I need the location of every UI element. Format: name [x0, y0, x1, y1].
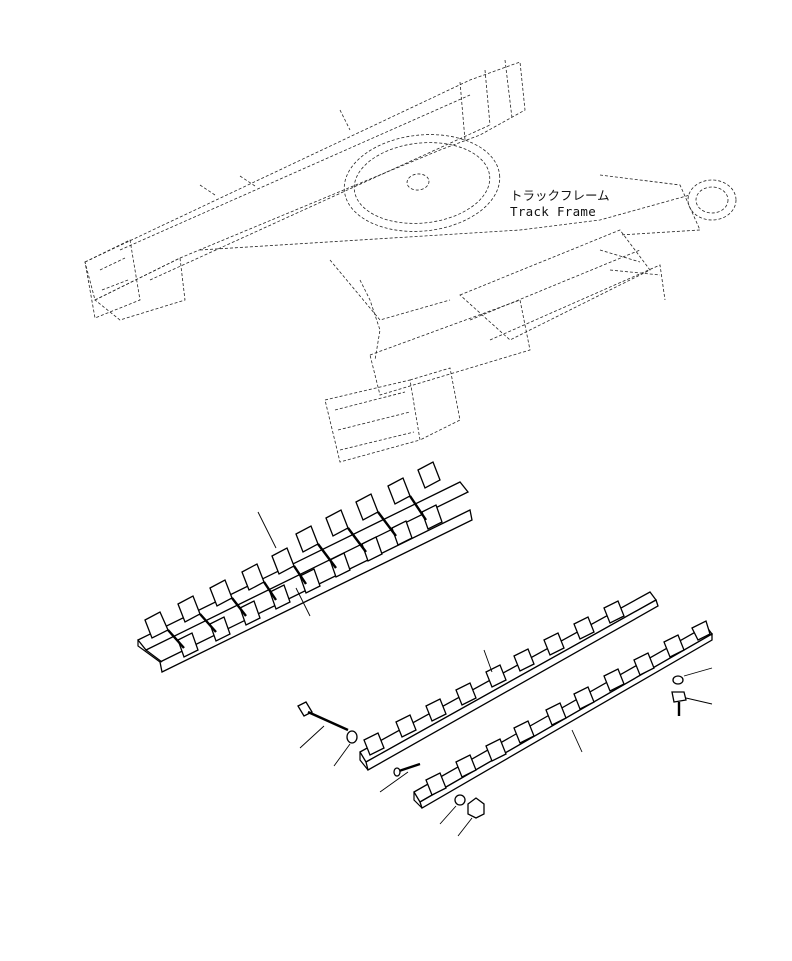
track-guard-bar-middle — [359, 591, 659, 771]
track-frame-label-japanese: トラックフレーム — [510, 188, 610, 203]
leader-line-middle — [483, 649, 493, 673]
track-guard-bar-lower — [413, 620, 713, 809]
hardware-parts — [297, 667, 713, 837]
short-bolt — [671, 691, 713, 716]
pin — [379, 762, 421, 793]
guard-teeth-upper — [144, 461, 443, 658]
nut — [457, 797, 485, 837]
track-frame-drawing — [84, 59, 737, 463]
cross-bolts-upper — [167, 495, 427, 649]
long-bolt — [297, 701, 349, 749]
guard-teeth-middle — [363, 600, 625, 756]
leader-line-upper-1 — [257, 511, 277, 549]
track-frame-label-english: Track Frame — [510, 204, 597, 219]
track-guard-assembly-upper — [136, 461, 473, 673]
washer-1 — [333, 730, 358, 767]
washer-3 — [672, 667, 713, 685]
washer-2 — [439, 794, 466, 825]
leader-line-upper-2 — [295, 587, 311, 617]
guard-teeth-lower — [425, 620, 711, 796]
leader-line-lower — [571, 729, 583, 753]
